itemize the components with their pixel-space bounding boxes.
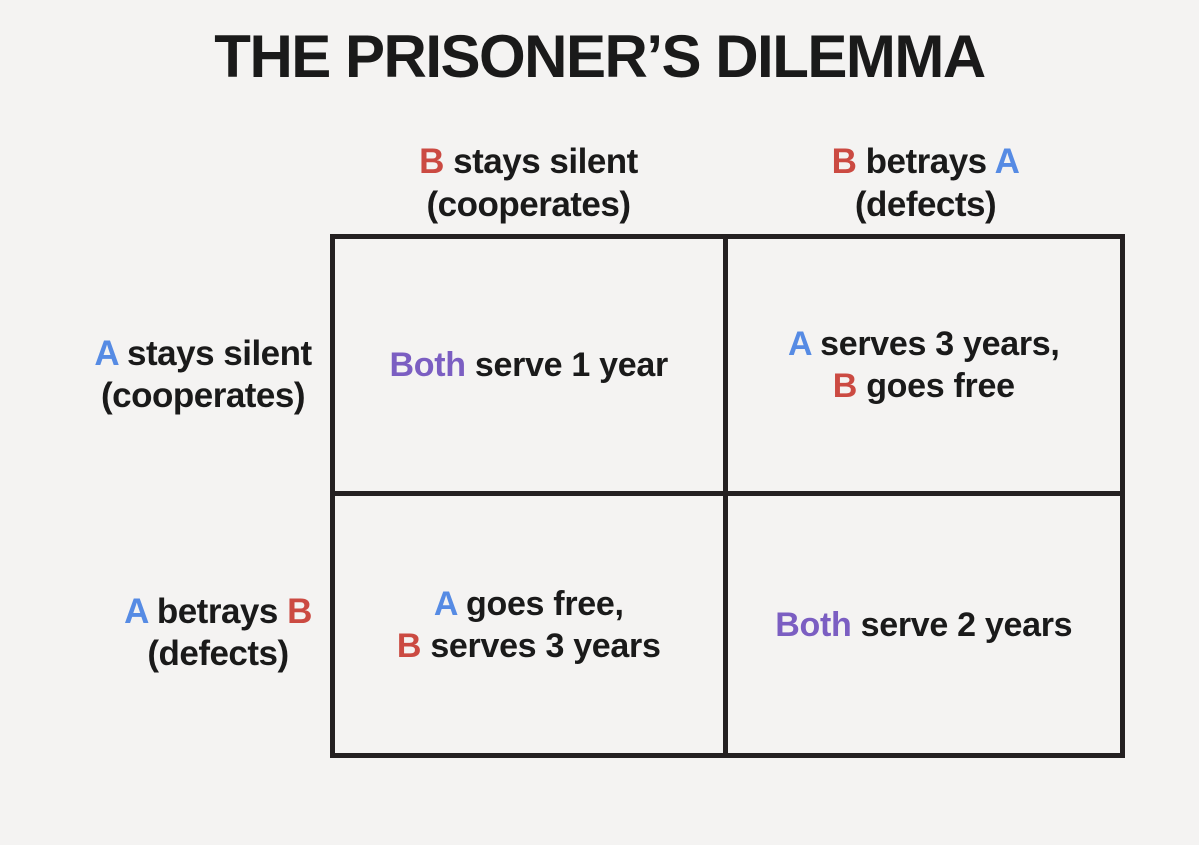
text-segment: (defects) — [147, 634, 289, 673]
cell-line: B serves 3 years — [397, 625, 661, 667]
page-title: THE PRISONER’S DILEMMA — [214, 23, 986, 90]
row-header-a-defects: A betrays B (defects) — [78, 591, 358, 675]
text-segment: betrays — [147, 592, 288, 631]
text-segment: A — [94, 334, 118, 373]
column-header-b-defects: B betrays A (defects) — [727, 140, 1124, 226]
text-segment: (defects) — [854, 185, 997, 224]
row-header-a-cooperates: A stays silent (cooperates) — [63, 333, 343, 417]
text-segment: (cooperates) — [426, 185, 631, 224]
column-header-line-2: (cooperates) — [330, 183, 727, 226]
text-segment: serve 2 years — [851, 605, 1073, 644]
cell-line: A goes free, — [434, 583, 624, 625]
text-segment: B — [419, 142, 444, 181]
text-segment: betrays — [856, 142, 995, 181]
row-header-line-2: (cooperates) — [63, 375, 343, 417]
cell-line: B goes free — [833, 365, 1015, 407]
cell-line: Both serve 2 years — [775, 604, 1072, 646]
row-header-line-1: A betrays B — [78, 591, 358, 633]
row-header-line-2: (defects) — [78, 633, 358, 675]
text-segment: A — [124, 592, 148, 631]
cell-a-cooperates-b-defects: A serves 3 years, B goes free — [727, 239, 1120, 496]
row-header-line-1: A stays silent — [63, 333, 343, 375]
text-segment: (cooperates) — [100, 376, 306, 415]
cell-both-defect: Both serve 2 years — [728, 496, 1121, 753]
payoff-matrix: Both serve 1 year A serves 3 years, B go… — [330, 234, 1125, 758]
cell-both-cooperate: Both serve 1 year — [335, 239, 728, 496]
text-segment: goes free, — [456, 584, 624, 623]
text-segment: B — [832, 367, 858, 405]
text-segment: A — [787, 325, 811, 363]
text-segment: B — [396, 626, 422, 665]
column-header-line-2: (defects) — [727, 183, 1124, 226]
text-segment: stays silent — [117, 334, 312, 373]
cell-line: Both serve 1 year — [389, 344, 669, 386]
column-header-line-1: B stays silent — [330, 140, 727, 183]
text-segment: stays silent — [443, 142, 638, 181]
text-segment: A — [433, 584, 457, 623]
text-segment: Both — [775, 605, 852, 644]
cell-a-defects-b-cooperates: A goes free, B serves 3 years — [335, 496, 728, 753]
text-segment: Both — [389, 346, 467, 384]
text-segment: B — [287, 592, 312, 631]
text-segment: B — [831, 142, 857, 181]
cell-line: A serves 3 years, — [788, 323, 1060, 365]
text-segment: serve 1 year — [465, 346, 668, 384]
text-segment: goes free — [857, 367, 1015, 405]
text-segment: A — [994, 142, 1020, 181]
column-header-b-cooperates: B stays silent (cooperates) — [330, 140, 727, 226]
text-segment: serves 3 years, — [810, 325, 1060, 363]
column-header-line-1: B betrays A — [727, 140, 1124, 183]
text-segment: serves 3 years — [421, 626, 661, 665]
